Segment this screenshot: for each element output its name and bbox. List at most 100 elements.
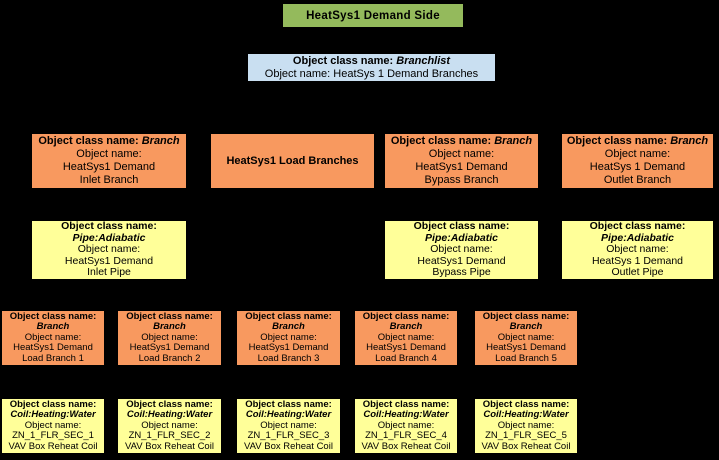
class-label: Object class name: (390, 135, 492, 147)
class-name: Coil:Heating:Water (245, 409, 332, 421)
object-name-line2: Inlet Pipe (87, 266, 131, 279)
class-name: Pipe:Adiabatic (72, 231, 146, 244)
object-label: Object name: (141, 419, 198, 431)
class-label: Object class name: (38, 135, 139, 147)
object-label: Object name: (24, 331, 82, 343)
coil-5-box: Object class name: Coil:Heating:Water Ob… (475, 399, 577, 453)
class-name: Branch (494, 135, 533, 147)
class-label: Object class name: (292, 54, 394, 67)
class-line: Object class name: Branchlist (248, 55, 495, 68)
coil-1-box: Object class name: Coil:Heating:Water Ob… (2, 399, 104, 453)
class-line: Object class name: Branch (562, 135, 713, 148)
object-name-line1: ZN_1_FLR_SEC_4 (365, 430, 447, 442)
load-branch-5-box: Object class name: Branch Object name: H… (475, 311, 577, 365)
class-label: Object class name: (482, 398, 570, 410)
class-name: Branch (272, 321, 305, 333)
object-name-line2: Load Branch 1 (22, 352, 84, 364)
coil-3-box: Object class name: Coil:Heating:Water Ob… (237, 399, 340, 453)
bypass-branch-box: Object class name: Branch Object name: H… (385, 134, 538, 188)
object-label: Object name: (377, 419, 435, 431)
class-label: Object class name: (566, 135, 668, 147)
object-label: Object name: (141, 331, 198, 343)
class-name: Coil:Heating:Water (10, 409, 96, 421)
object-name-line1: ZN_1_FLR_SEC_5 (485, 430, 567, 442)
class-name: Branch (670, 135, 709, 147)
class-name: Branch (141, 135, 180, 147)
class-name: Coil:Heating:Water (483, 409, 569, 421)
object-label: Object name: (497, 331, 555, 343)
object-name-line2: VAV Box Reheat Coil (244, 440, 333, 452)
class-label: Object class name: (126, 310, 213, 322)
load-branches-label: HeatSys1 Load Branches (226, 154, 359, 167)
object-name-line1: ZN_1_FLR_SEC_3 (247, 430, 330, 442)
object-name-line1: HeatSys1 Demand (366, 342, 446, 354)
object-label: Object name: (260, 331, 317, 343)
inlet-branch-box: Object class name: Branch Object name: H… (32, 134, 186, 188)
inlet-pipe-box: Object class name: Pipe:Adiabatic Object… (32, 221, 186, 279)
bypass-pipe-box: Object class name: Pipe:Adiabatic Object… (385, 221, 538, 279)
class-label: Object class name: (362, 310, 450, 322)
object-name-line1: HeatSys1 Demand (417, 254, 506, 267)
object-label: Object name: (430, 243, 493, 256)
object-name-line1: HeatSys1 Demand (486, 342, 566, 354)
object-name-line1: HeatSys1 Demand (62, 161, 156, 173)
class-label: Object class name: (245, 398, 332, 410)
object-name-line2: Load Branch 2 (138, 352, 201, 364)
class-label: Object class name: (9, 398, 97, 410)
object-name-line2: Outlet Branch (603, 174, 672, 186)
object-name-line1: HeatSys 1 Demand (591, 254, 684, 267)
load-branch-1-box: Object class name: Branch Object name: H… (2, 311, 104, 365)
object-name-line2: VAV Box Reheat Coil (125, 440, 214, 452)
title-box: HeatSys1 Demand Side (283, 4, 463, 27)
class-name: Branch (509, 321, 543, 333)
object-name-line1: HeatSys1 Demand (248, 342, 329, 354)
object-name-line1: HeatSys1 Demand (13, 342, 93, 354)
class-name: Branch (153, 321, 186, 333)
coil-4-box: Object class name: Coil:Heating:Water Ob… (355, 399, 457, 453)
object-name-line1: HeatSys 1 Demand (589, 161, 686, 173)
object-name-line1: ZN_1_FLR_SEC_1 (12, 430, 94, 442)
coil-2-box: Object class name: Coil:Heating:Water Ob… (118, 399, 221, 453)
outlet-pipe-box: Object class name: Pipe:Adiabatic Object… (562, 221, 713, 279)
load-branch-4-box: Object class name: Branch Object name: H… (355, 311, 457, 365)
object-label: Object name: (606, 243, 669, 256)
branchlist-box: Object class name: Branchlist Object nam… (248, 54, 495, 81)
class-label: Object class name: (589, 220, 686, 233)
class-name: Pipe:Adiabatic (425, 231, 498, 244)
class-line: Object class name: Branch (385, 135, 538, 148)
class-name: Branch (389, 321, 423, 333)
object-label: Object name: (377, 331, 435, 343)
object-name-line2: Outlet Pipe (611, 266, 664, 279)
object-name-line1: ZN_1_FLR_SEC_2 (128, 430, 211, 442)
object-label: Object name: (497, 419, 555, 431)
class-label: Object class name: (61, 220, 157, 233)
object-label: Object name: (260, 419, 317, 431)
object-name-line2: Bypass Branch (424, 174, 499, 186)
object-label: Object name: (428, 148, 495, 160)
object-name-line2: VAV Box Reheat Coil (361, 440, 451, 452)
object-name-line2: Bypass Pipe (432, 266, 491, 279)
object-name-line2: VAV Box Reheat Coil (481, 440, 571, 452)
object-name-line2: Load Branch 3 (257, 352, 320, 364)
class-label: Object class name: (362, 398, 450, 410)
class-label: Object class name: (9, 310, 97, 322)
class-name: Coil:Heating:Water (126, 409, 213, 421)
class-label: Object class name: (245, 310, 332, 322)
object-name-line2: Load Branch 5 (495, 352, 557, 364)
class-label: Object class name: (413, 220, 510, 233)
object-name-line2: Inlet Branch (79, 174, 139, 186)
object-name-line1: HeatSys1 Demand (415, 161, 508, 173)
object-name-line1: HeatSys1 Demand (64, 254, 154, 267)
class-label: Object class name: (126, 398, 213, 410)
object-label: Object name: (76, 148, 142, 160)
load-branch-2-box: Object class name: Branch Object name: H… (118, 311, 221, 365)
object-name-line2: VAV Box Reheat Coil (8, 440, 98, 452)
class-name: Branch (36, 321, 70, 333)
class-label: Object class name: (482, 310, 570, 322)
outlet-branch-box: Object class name: Branch Object name: H… (562, 134, 713, 188)
object-name-line1: HeatSys1 Demand (129, 342, 210, 354)
object-name-line2: Load Branch 4 (375, 352, 437, 364)
class-name: Pipe:Adiabatic (601, 231, 674, 244)
class-name: Branchlist (396, 54, 451, 67)
